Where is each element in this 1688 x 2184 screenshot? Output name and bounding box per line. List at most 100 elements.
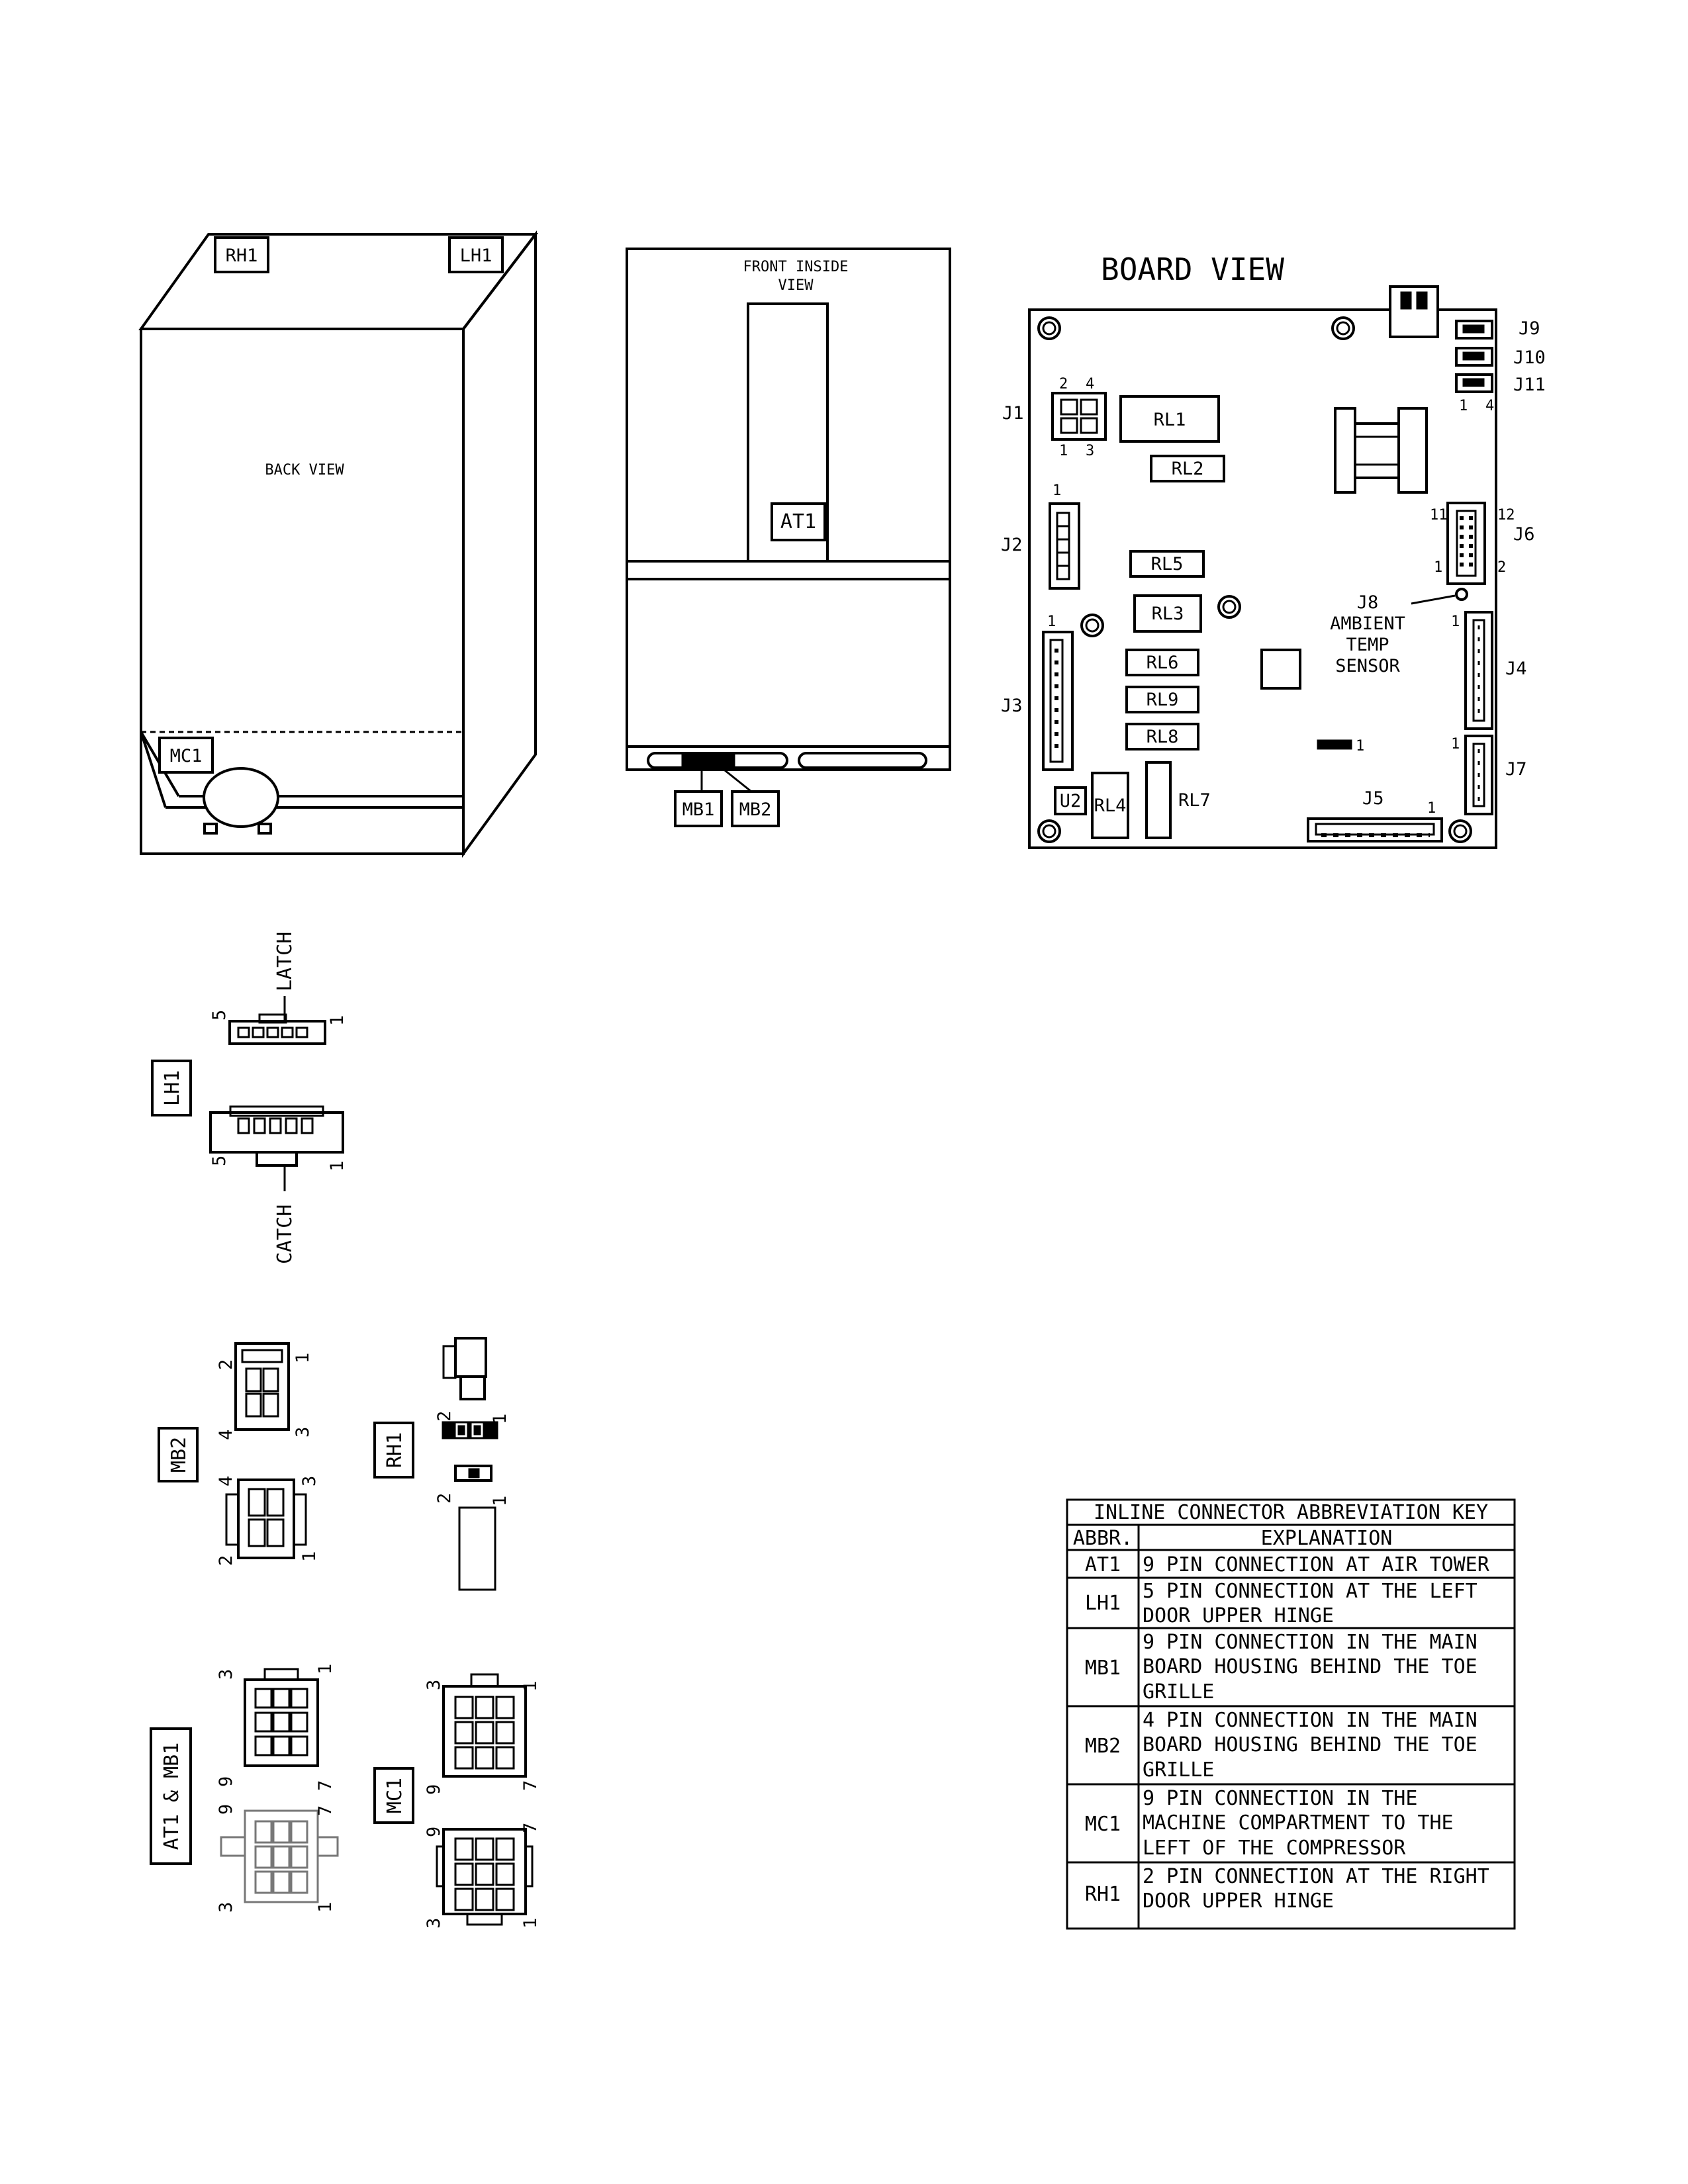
- front-view-label-line2: VIEW: [778, 277, 814, 294]
- key-row-line: DOOR UPPER HINGE: [1143, 1889, 1334, 1913]
- mb2-connector-detail: MB2 2 1 4 3 4 3 2 1: [158, 1342, 320, 1566]
- at1-mb1-detail-tag: AT1 & MB1: [160, 1743, 183, 1850]
- lh1-latch-label: LATCH: [273, 932, 297, 991]
- key-table-title: INLINE CONNECTOR ABBREVIATION KEY: [1094, 1501, 1488, 1524]
- rh1-pin2-b: 2: [434, 1493, 455, 1504]
- key-row-line: 9 PIN CONNECTION AT AIR TOWER: [1143, 1553, 1490, 1576]
- j9-j10-j11-headers: J9 J10 J11 1 4: [1455, 318, 1546, 414]
- j5-connector: J5 1: [1307, 788, 1443, 842]
- j4-pin1: 1: [1451, 614, 1460, 630]
- j1-pin1: 1: [1059, 443, 1068, 459]
- j2-connector: J2 1: [1001, 482, 1080, 590]
- relay-rl1: RL1: [1154, 410, 1186, 430]
- j6-pin12: 12: [1497, 507, 1515, 523]
- lh1-latch-pin1: 1: [327, 1015, 348, 1026]
- j11-pin1: 1: [1459, 398, 1468, 414]
- mc1-plug-pin1: 1: [520, 1681, 541, 1692]
- back-view-label: BACK VIEW: [265, 462, 344, 478]
- j1-connector: J1 2 4 1 3: [1002, 376, 1107, 459]
- rh1-pin2-a: 2: [434, 1411, 455, 1422]
- at1-tag: AT1: [780, 510, 816, 533]
- j8-label: J8: [1357, 592, 1379, 613]
- j3-pin1: 1: [1047, 614, 1056, 630]
- mb2-tag: MB2: [739, 799, 772, 820]
- key-row-abbr: LH1: [1085, 1592, 1121, 1615]
- mc1-detail-tag: MC1: [383, 1778, 406, 1813]
- key-row-line: 9 PIN CONNECTION IN THE: [1143, 1787, 1417, 1810]
- j1-pin2: 2: [1059, 376, 1068, 392]
- key-row-line: 4 PIN CONNECTION IN THE MAIN: [1143, 1709, 1477, 1732]
- j8-line2: TEMP: [1346, 635, 1389, 655]
- j6-connector: J6 11 12 1 2: [1430, 502, 1535, 585]
- lh1-tag: LH1: [460, 246, 492, 266]
- j7-connector: J7 1: [1451, 735, 1527, 815]
- key-row-line: GRILLE: [1143, 1680, 1214, 1704]
- transformer: [1334, 407, 1428, 494]
- front-view-label-line1: FRONT INSIDE: [743, 259, 849, 275]
- j10-label: J10: [1513, 347, 1546, 368]
- j11-label: J11: [1513, 375, 1546, 395]
- j1-label: J1: [1002, 403, 1024, 424]
- mc1-plug-pin9: 9: [424, 1784, 444, 1795]
- relay-rl6: RL6: [1147, 653, 1179, 673]
- j1-pin3: 3: [1086, 443, 1094, 459]
- j6-pin1: 1: [1434, 559, 1442, 576]
- j6-pin11: 11: [1430, 507, 1448, 523]
- board-view-title: BOARD VIEW: [1101, 251, 1284, 287]
- mounting-holes: [1037, 316, 1472, 843]
- j4-connector: J4 1: [1451, 611, 1527, 730]
- mb2-rec-pin2: 2: [216, 1555, 236, 1566]
- mb2-plug-pin1: 1: [293, 1353, 313, 1363]
- mc1-rec-pin9: 9: [424, 1827, 444, 1837]
- at1-mb1-plug-pin3: 3: [216, 1669, 236, 1680]
- key-header-abbr: ABBR.: [1073, 1527, 1133, 1550]
- front-inside-view: FRONT INSIDE VIEW AT1 MB1 MB2: [626, 248, 951, 827]
- j2-pin1: 1: [1053, 482, 1061, 499]
- key-row-abbr: RH1: [1085, 1883, 1121, 1906]
- relay-rl9: RL9: [1147, 690, 1179, 710]
- mb2-rec-pin1: 1: [299, 1551, 320, 1562]
- j8-ambient-temp-sensor: J8 AMBIENT TEMP SENSOR: [1330, 588, 1468, 676]
- relay-rl7: RL7: [1178, 790, 1211, 811]
- at1-mb1-rec-pin1: 1: [315, 1902, 336, 1913]
- mb2-rec-pin4: 4: [216, 1476, 236, 1486]
- mc1-rec-pin7: 7: [520, 1823, 541, 1833]
- j3-connector: J3 1: [1001, 614, 1074, 771]
- rh1-connector-detail: RH1 2 1 2 1: [373, 1337, 510, 1591]
- at1-mb1-connector-detail: AT1 & MB1 3 1 9 7 9 7 3 1: [150, 1664, 339, 1913]
- j1-pin4: 4: [1086, 376, 1094, 392]
- abbreviation-key-table: INLINE CONNECTOR ABBREVIATION KEY ABBR. …: [1066, 1498, 1516, 1930]
- relays: RL1 RL2 RL5 RL3 RL6 RL9 RL8 RL4 RL7: [1091, 395, 1225, 839]
- mc1-rec-pin3: 3: [424, 1918, 444, 1929]
- mb2-detail-tag: MB2: [167, 1437, 191, 1473]
- compressor-shape: [203, 767, 279, 835]
- rh1-pin1-a: 1: [490, 1414, 510, 1424]
- relay-rl5: RL5: [1151, 554, 1184, 574]
- at1-mb1-plug-pin1: 1: [315, 1664, 336, 1674]
- key-row-line: 9 PIN CONNECTION IN THE MAIN: [1143, 1631, 1477, 1654]
- j4-label: J4: [1505, 659, 1527, 679]
- j6-label: J6: [1513, 524, 1535, 545]
- j8-line1: AMBIENT: [1330, 614, 1405, 634]
- relay-rl3: RL3: [1152, 604, 1184, 624]
- at1-mb1-rec-pin3: 3: [216, 1902, 236, 1913]
- key-row-line: MACHINE COMPARTMENT TO THE: [1143, 1811, 1454, 1835]
- j5-pin1: 1: [1427, 800, 1436, 817]
- lh1-catch-pin5: 5: [209, 1156, 230, 1166]
- relay-rl4: RL4: [1094, 796, 1127, 816]
- key-row-abbr: MB2: [1085, 1735, 1121, 1758]
- rh1-pin1-b: 1: [490, 1496, 510, 1506]
- mc1-rec-pin1: 1: [520, 1918, 541, 1929]
- key-row-line: 5 PIN CONNECTION AT THE LEFT: [1143, 1580, 1477, 1603]
- rh1-tag: RH1: [226, 246, 258, 266]
- mc1-plug-pin3: 3: [424, 1680, 444, 1690]
- relay-rl8: RL8: [1147, 727, 1179, 747]
- j7-pin1: 1: [1451, 736, 1460, 752]
- mb2-plug-pin3: 3: [293, 1427, 313, 1437]
- at1-mb1-rec-pin9: 9: [216, 1804, 236, 1815]
- lh1-detail-tag: LH1: [161, 1070, 184, 1106]
- chip-u2: U2: [1060, 791, 1082, 811]
- lh1-latch-pin5: 5: [209, 1010, 230, 1021]
- key-row-abbr: MB1: [1085, 1657, 1121, 1680]
- key-row-line: LEFT OF THE COMPRESSOR: [1143, 1837, 1406, 1860]
